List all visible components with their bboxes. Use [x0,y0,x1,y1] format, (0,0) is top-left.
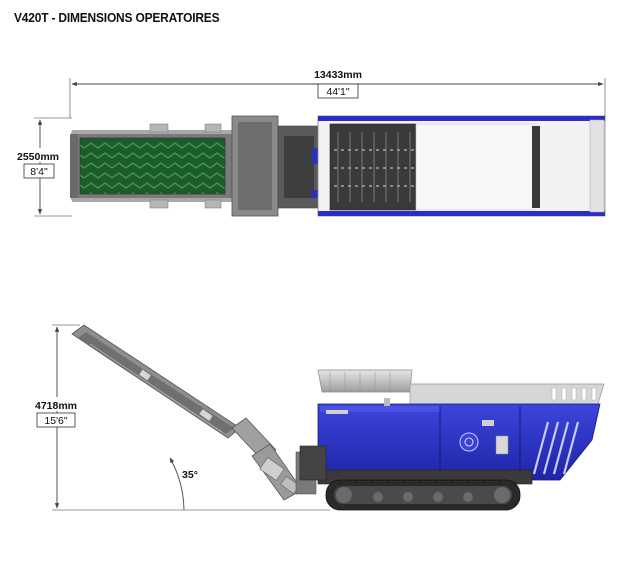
top-view: 13433mm 44'1" 2550mm 8'4" [16,69,606,217]
height-mm-label: 4718mm [35,400,77,412]
width-ft-label: 8'4" [30,166,48,178]
angle-arc [169,457,185,511]
height-ft-label: 15'6" [44,415,68,427]
length-mm-label: 13433mm [314,69,362,81]
width-mm-bg [16,148,66,162]
side-tracks [325,479,521,511]
height-mm-bg [28,397,84,411]
width-ft-box [23,163,55,179]
logo-badge [459,432,479,452]
length-ft-label: 44'1" [326,86,350,98]
width-mm-label: 2550mm [17,151,59,163]
side-conveyor [71,324,317,501]
top-conveyor [70,123,233,209]
angle-label: 35° [182,469,198,481]
page-title: V420T - DIMENSIONS OPERATOIRES [14,10,220,25]
length-ft-box [317,83,359,99]
top-machine-body [317,115,606,217]
side-machine-body [299,369,605,485]
top-frame [231,115,321,217]
height-ft-box [36,412,76,428]
side-view: 4718mm 15'6" 35° [28,324,605,511]
